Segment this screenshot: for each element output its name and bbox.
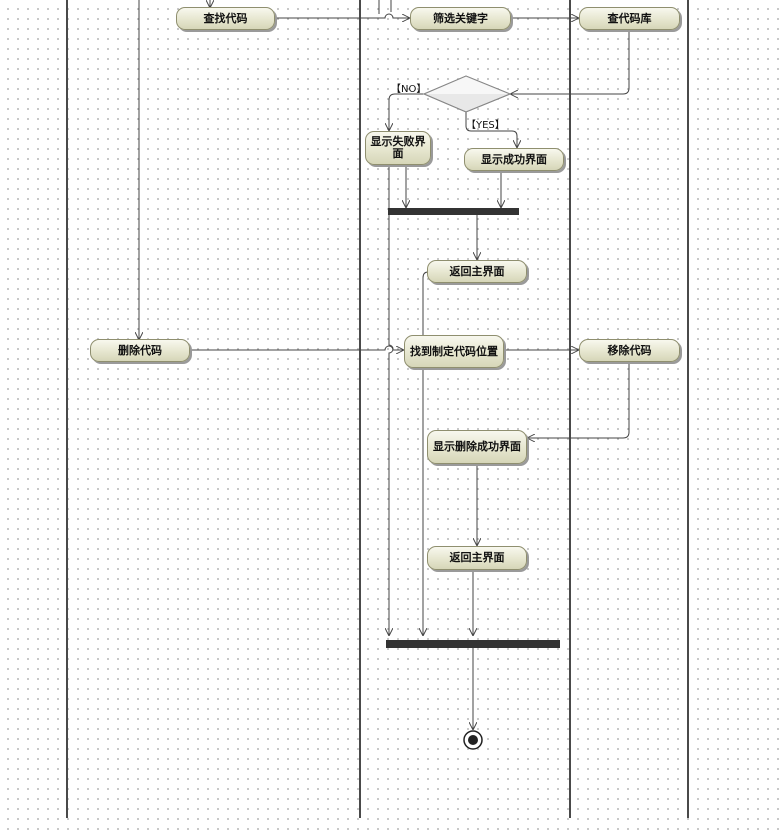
guard-no-label: 【NO】 [391, 84, 427, 95]
guard-yes-label: 【YES】 [466, 120, 505, 131]
edge-find-to-filter [275, 13, 410, 18]
edge-delete-to-locate [190, 345, 404, 350]
join-bar-1[interactable] [388, 208, 519, 215]
node-query-code-db[interactable]: 查代码库 [579, 7, 680, 30]
node-locate-code[interactable]: 找到制定代码位置 [404, 335, 504, 368]
final-node-dot [468, 735, 478, 745]
edge-decision-no [389, 93, 424, 131]
decision-diamond-outline [422, 75, 512, 113]
edge-fail-to-final-join [389, 165, 394, 636]
node-return-main-2[interactable]: 返回主界面 [427, 546, 527, 570]
node-delete-code[interactable]: 删除代码 [90, 339, 190, 362]
swimlane-lines [66, 0, 689, 818]
node-filter-keywords[interactable]: 筛选关键字 [410, 7, 511, 30]
final-node[interactable] [463, 730, 483, 750]
node-remove-code[interactable]: 移除代码 [579, 339, 680, 362]
decision-diamond-highlight [424, 76, 510, 94]
node-show-success-ui[interactable]: 显示成功界面 [464, 148, 564, 171]
edge-remove-to-delete-success [527, 362, 630, 438]
edge-decision-yes [465, 104, 517, 148]
node-show-delete-success-ui[interactable]: 显示删除成功界面 [427, 430, 527, 464]
node-find-code[interactable]: 查找代码 [176, 7, 275, 30]
node-show-fail-ui[interactable]: 显示失败界面 [365, 131, 431, 165]
join-bar-final[interactable] [386, 640, 560, 648]
node-return-main-1[interactable]: 返回主界面 [427, 260, 527, 283]
edge-query-to-decision [510, 30, 630, 94]
